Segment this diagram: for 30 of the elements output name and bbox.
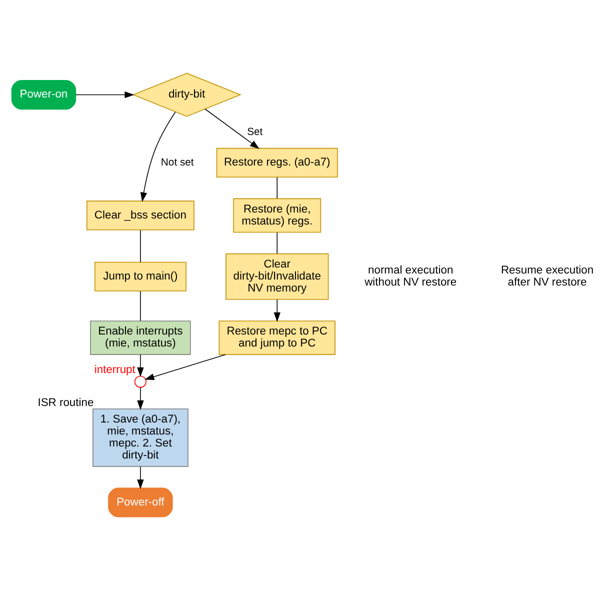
label: Resume execution after NV restore xyxy=(500,264,594,289)
connector xyxy=(140,230,141,262)
node-box: Jump to main() xyxy=(94,262,186,292)
node-box: Clear dirty-bit/Invalidate NV memory xyxy=(226,253,329,300)
node-diamond: dirty-bit xyxy=(132,72,242,117)
node-box: Power-off xyxy=(108,488,173,518)
arrow xyxy=(140,112,176,202)
arrow xyxy=(204,108,260,149)
node-box: Clear _bss section xyxy=(86,200,194,230)
node-box: Restore (mie, mstatus) regs. xyxy=(233,198,322,233)
arrow xyxy=(137,466,144,490)
node-box: Power-on xyxy=(11,80,76,110)
arrow xyxy=(144,354,226,380)
arrow xyxy=(75,91,134,98)
node-box: Restore mepc to PC and jump to PC xyxy=(218,320,336,355)
node-box: 1. Save (a0-a7), mie, mstatus, mepc. 2. Set dirty-bit xyxy=(92,408,188,467)
arrow xyxy=(137,354,144,377)
connector xyxy=(140,290,141,322)
edge-label: Set xyxy=(247,127,263,138)
node-label: interrupt xyxy=(94,364,136,376)
arrow xyxy=(137,387,144,410)
node-box: Enable interrupts (mie, mstatus) xyxy=(90,320,191,355)
arrow xyxy=(274,299,280,322)
label: normal execution without NV restore xyxy=(364,264,457,289)
edge-label: Not set xyxy=(160,157,194,168)
node-box: Restore regs. (a0-a7) xyxy=(216,148,338,178)
node-label: ISR routine xyxy=(38,396,94,409)
connector xyxy=(276,232,278,254)
connector xyxy=(276,176,278,199)
node-circle xyxy=(134,376,146,388)
